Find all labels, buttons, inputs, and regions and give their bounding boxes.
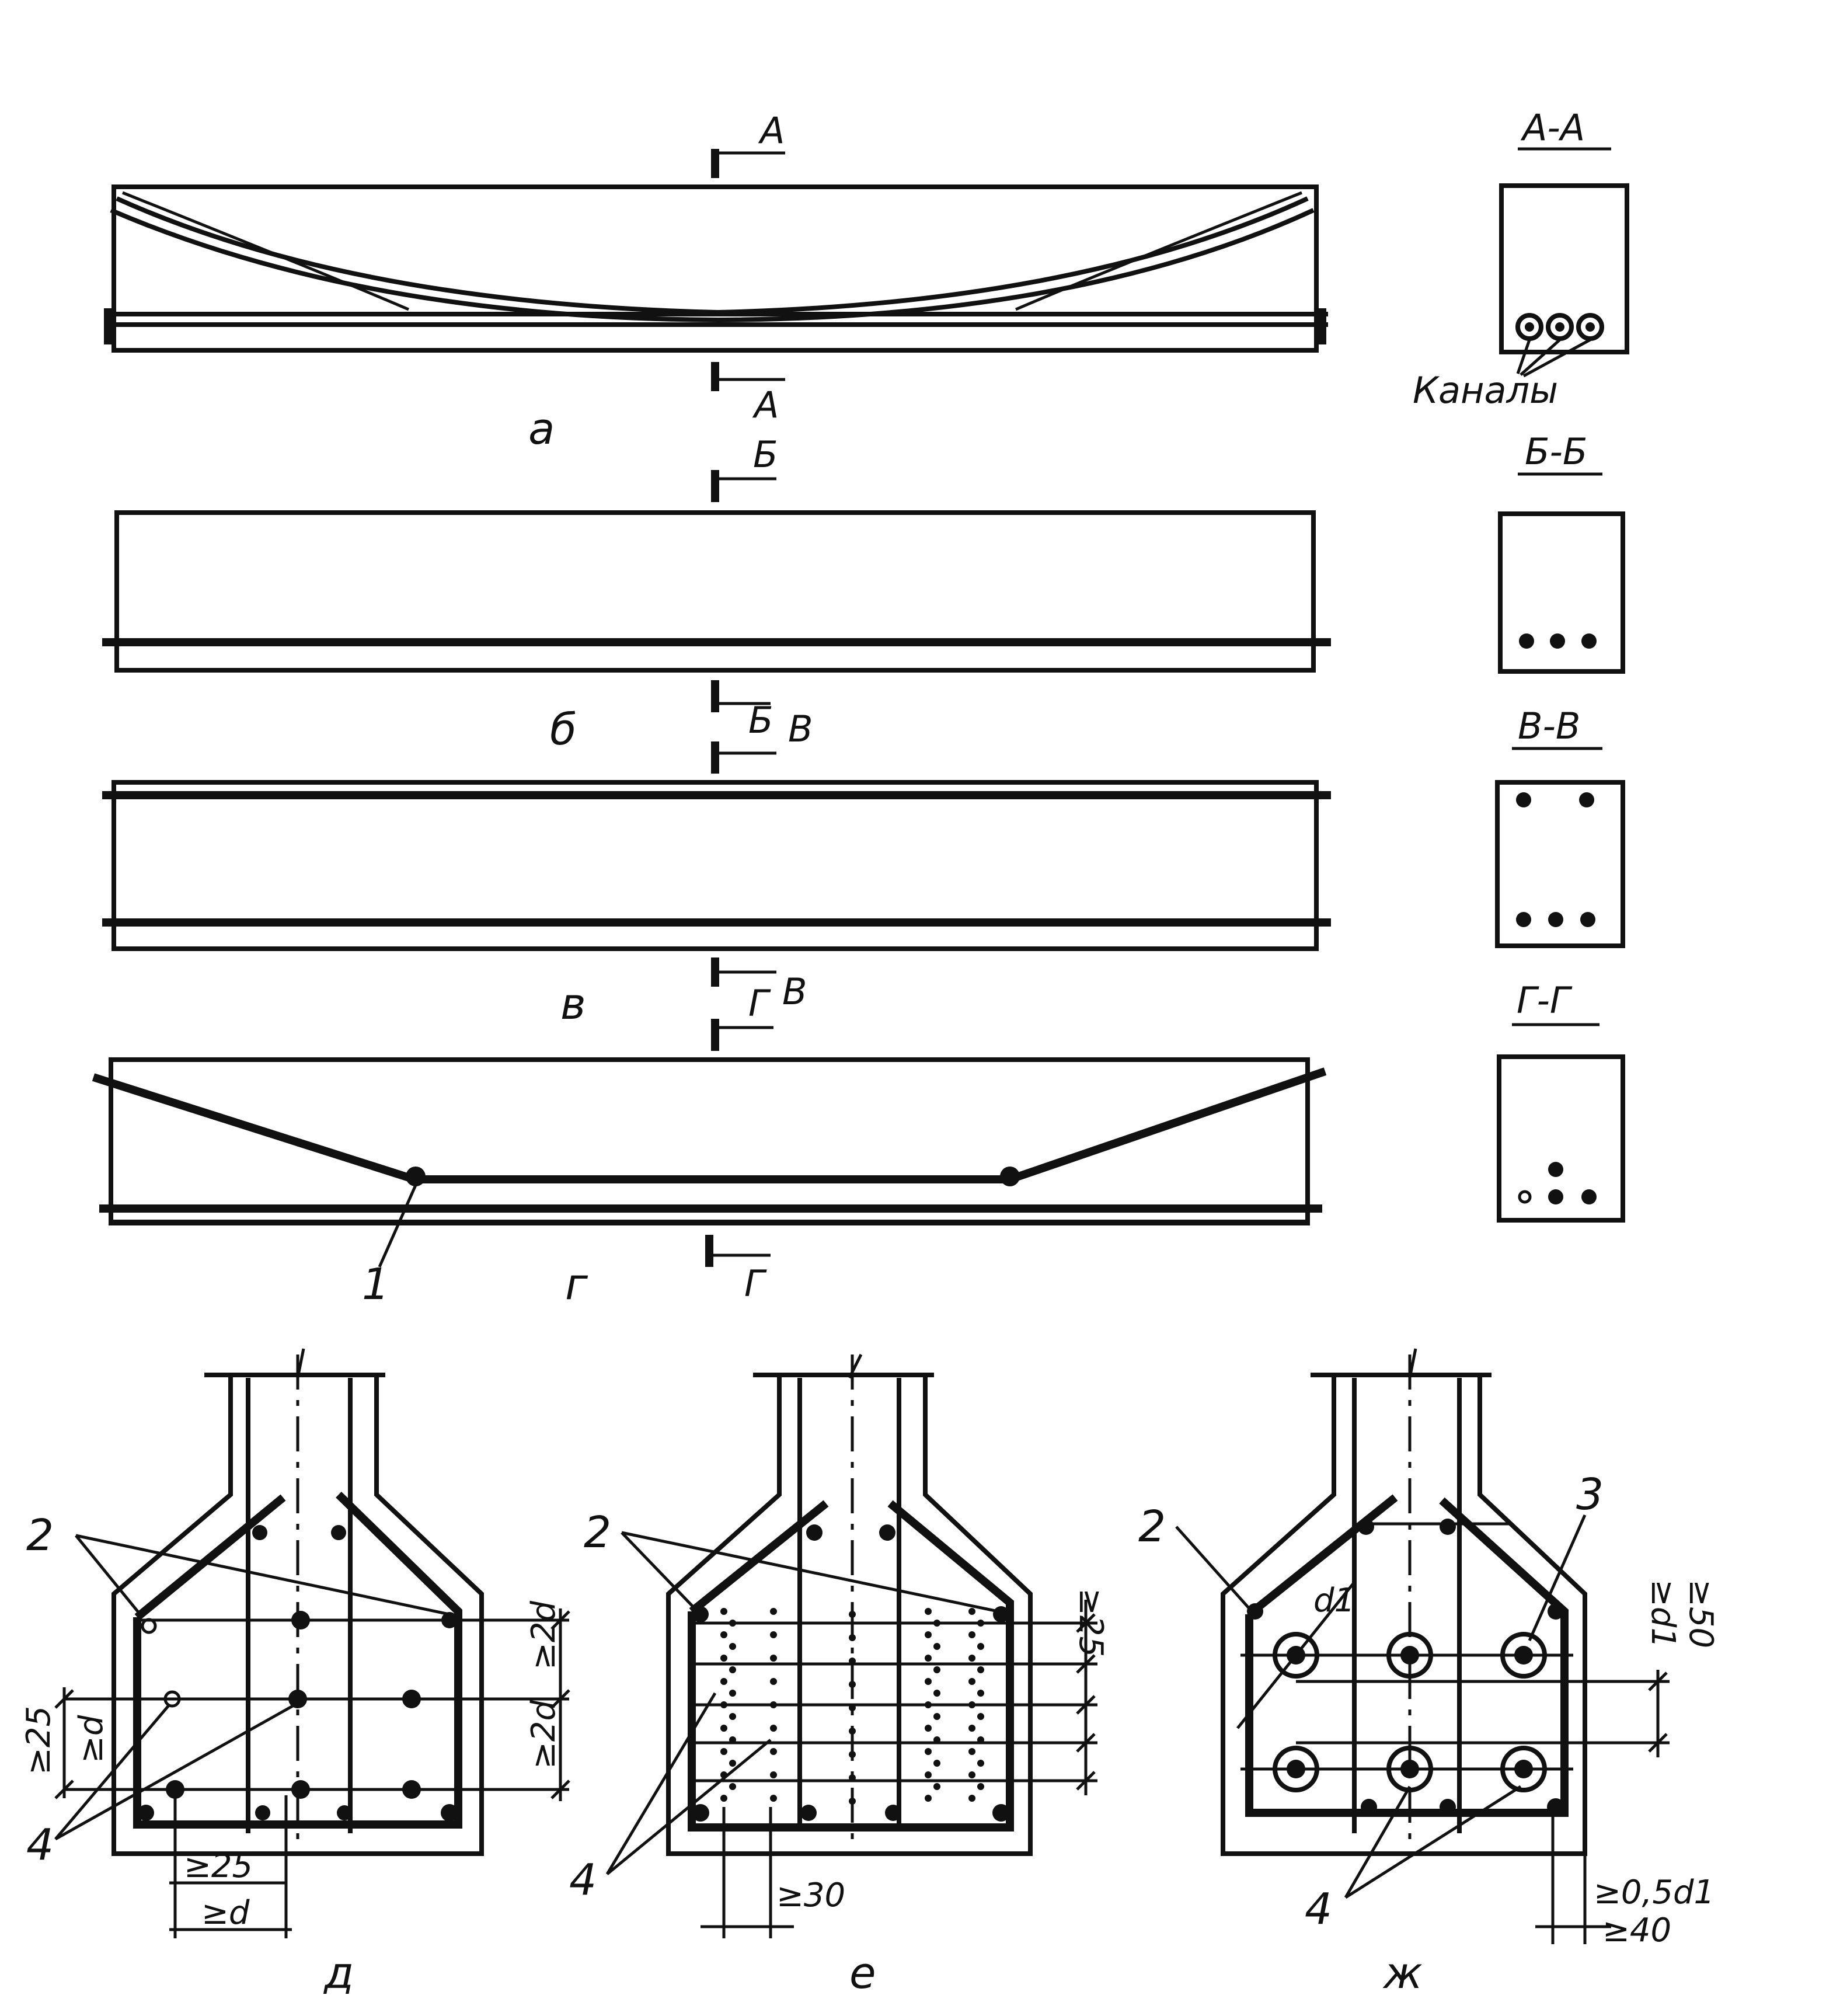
beam-a: А А а [104,109,1328,454]
beam-g: 1 Г Г г [92,982,1327,1310]
detail-d-callout-2: 2 [26,1510,54,1561]
beam-a-label: а [528,404,555,454]
detail-d-dim-2d-lower: ≥2d [525,1700,563,1769]
detail-e-label: е [849,1948,876,1998]
section-mark-a-top: А [711,109,785,178]
channel-icon [1515,313,1604,341]
section-mark-g-top: Г [711,982,773,1051]
detail-zh-label: ж [1382,1948,1423,1998]
detail-d-dim-d-bottom: ≥d [201,1894,250,1932]
channels-label: Каналы [1413,369,1558,412]
detail-d-dim-25-left: ≥25 [20,1706,58,1775]
beam-g-label: г [565,1259,588,1310]
section-mark-v-top: В [711,708,813,774]
beam-g-bent-bar [92,1067,1327,1183]
detail-d-label: д [323,1948,354,1998]
detail-e: 2 4 ≥25 ≥30 е [569,1353,1110,1998]
detail-zh-callout-2: 2 [1138,1502,1166,1552]
section-g-g: Г-Г [1497,979,1625,1223]
detail-zh-dim-05d1: ≥0,5d1 [1594,1874,1714,1911]
beam-a-curved-tendon [116,196,1309,315]
beam-v-outline [111,780,1319,951]
svg-text:А: А [758,109,785,152]
section-mark-b-top: Б [711,433,778,502]
detail-e-callout-4: 4 [569,1855,597,1905]
beam-g-callout: 1 [362,1259,389,1310]
detail-e-callout-2: 2 [584,1507,611,1558]
svg-text:А-А: А-А [1520,106,1585,149]
svg-text:А: А [752,384,779,426]
svg-text:Б: Б [753,433,778,476]
svg-text:Б: Б [748,699,773,741]
section-mark-g-bottom: Г [705,1235,771,1305]
detail-zh-dim-d1-right: ≥d1 [1644,1579,1682,1648]
svg-text:Б-Б: Б-Б [1525,430,1587,473]
svg-text:В-В: В-В [1518,705,1580,747]
detail-zh: d1 2 3 4 ≥d1 ≥50 ≥0,5d1 ≥40 ж [1138,1348,1720,1998]
section-mark-v-bottom: В [711,957,807,1013]
section-a-a: А-А Каналы [1413,106,1629,412]
section-b-b: Б-Б [1498,430,1625,674]
detail-d-dim-d-left: ≥d [72,1715,110,1763]
detail-d-dim-25-bottom: ≥25 [184,1847,253,1885]
detail-zh-dim-40: ≥40 [1602,1911,1671,1949]
beam-v-label: в [560,979,586,1029]
svg-text:Г: Г [744,1262,767,1305]
strand-rows [720,1608,984,1805]
svg-text:Г-Г: Г-Г [1517,979,1573,1022]
svg-text:Г: Г [748,982,771,1025]
section-v-v: В-В [1495,705,1625,948]
beam-b-outline [114,510,1316,673]
detail-zh-callout-4: 4 [1305,1884,1332,1934]
beam-b: Б Б б [102,433,1331,755]
detail-d: 2 4 ≥2d ≥2d ≥25 ≥d ≥25 ≥d д [20,1348,570,1998]
section-mark-b-bottom: Б [711,680,773,741]
detail-zh-dim-d1: d1 [1313,1582,1355,1620]
detail-e-dim-25: ≥25 [1072,1588,1110,1657]
detail-zh-dim-50: ≥50 [1682,1579,1720,1648]
section-mark-a-bottom: А [711,362,785,426]
svg-text:В: В [788,708,813,750]
beam-b-label: б [550,705,577,755]
detail-zh-callout-3: 3 [1576,1470,1604,1520]
beam-v: В В в [102,708,1331,1029]
detail-d-callout-4: 4 [26,1820,54,1870]
svg-text:В: В [782,970,807,1013]
detail-e-dim-30: ≥30 [776,1876,845,1914]
detail-d-dim-2d-upper: ≥2d [525,1600,563,1670]
